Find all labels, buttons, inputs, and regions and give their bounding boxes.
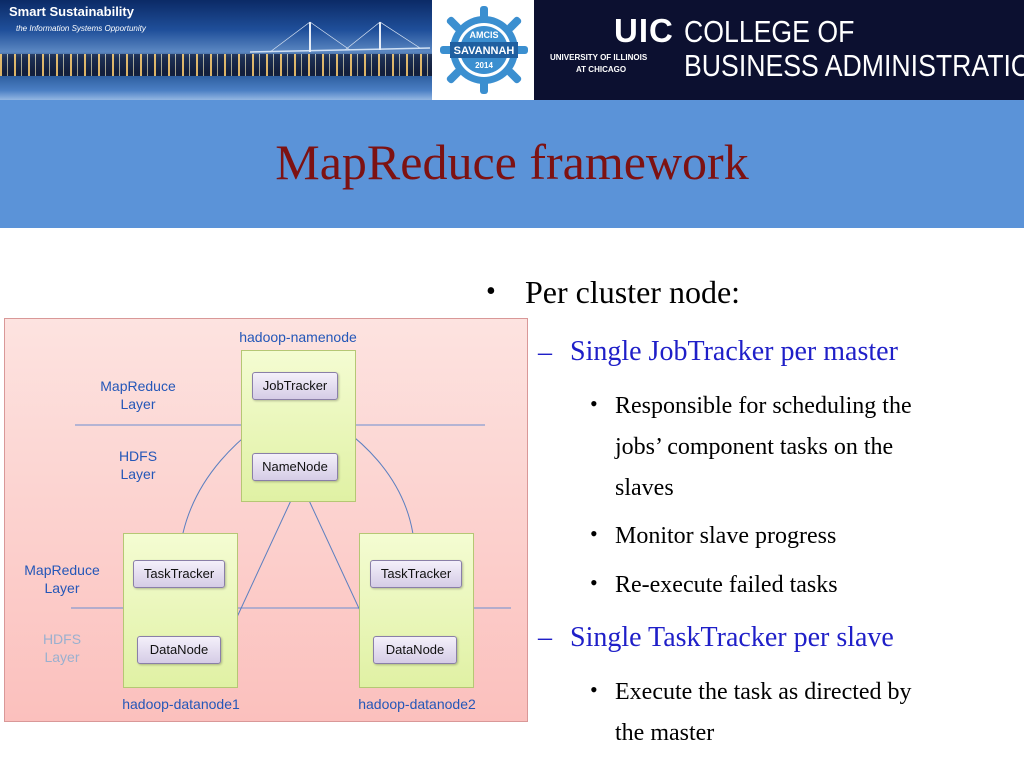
uic-university-line1: UNIVERSITY OF ILLINOIS [550,53,648,62]
bullet-marker: • [590,570,598,595]
datanode2-box: DataNode [373,636,457,664]
upper-hdfs-layer-label: HDFS Layer [118,448,158,482]
datanode2-panel [359,533,474,688]
namenode-host-label: hadoop-namenode [239,329,357,345]
lower-mapreduce-layer-label: MapReduce Layer [24,562,100,596]
seal-middle-text: SAVANNAH [454,45,515,57]
bullet-marker: • [590,391,598,416]
title-band: MapReduce framework [0,100,1024,228]
dash-marker: – [538,337,552,368]
datanode1-box: DataNode [137,636,221,664]
tasktracker2-box: TaskTracker [370,560,462,588]
subheading-jobtracker: Single JobTracker per master [570,336,898,367]
bullet-marker: • [590,521,598,546]
subheading-tasktracker: Single TaskTracker per slave [570,622,894,653]
jobtracker-box: JobTracker [252,372,338,400]
tasktracker-item-execute: Execute the task as directed by the mast… [615,679,912,746]
slide-title: MapReduce framework [275,134,749,190]
bullet-marker: • [590,677,598,702]
jobtracker-item-scheduling: Responsible for scheduling the jobs’ com… [615,393,912,501]
tasktracker1-box: TaskTracker [133,560,225,588]
seal-top-text: AMCIS [470,30,499,40]
bullet-marker: • [486,276,496,307]
river-water [0,76,432,100]
brand-subtitle: the Information Systems Opportunity [16,24,146,33]
seal-year-text: 2014 [475,61,493,70]
datanode1-panel [123,533,238,688]
jobtracker-item-reexecute: Re-execute failed tasks [615,572,838,598]
uic-mark: UIC [614,12,674,49]
namenode-box: NameNode [252,453,338,481]
header-banner: Smart Sustainability the Information Sys… [0,0,1024,100]
lower-hdfs-layer-label: HDFS Layer [42,631,82,665]
amcis-seal-box: AMCIS SAVANNAH 2014 [432,0,534,100]
upper-mapreduce-layer-label: MapReduce Layer [100,378,176,412]
bridge-graphic [250,21,430,53]
uic-college-line1: COLLEGE OF [684,14,855,49]
uic-college-line2: BUSINESS ADMINISTRATION [684,48,1024,83]
savannah-skyline-photo: Smart Sustainability the Information Sys… [0,0,432,100]
amcis-seal-logo: AMCIS SAVANNAH 2014 [440,6,528,94]
uic-university-line2: AT CHICAGO [576,65,627,74]
dash-marker: – [538,622,552,653]
hadoop-architecture-diagram: hadoop-namenode JobTracker NameNode Task… [4,318,528,722]
uic-business-logo: UIC UNIVERSITY OF ILLINOIS AT CHICAGO CO… [534,0,1024,100]
city-lights [0,54,432,76]
jobtracker-item-monitor: Monitor slave progress [615,523,837,549]
datanode2-host-label: hadoop-datanode2 [358,696,476,712]
bullet-per-cluster: Per cluster node: [525,274,741,310]
datanode1-host-label: hadoop-datanode1 [122,696,240,712]
brand-title: Smart Sustainability [9,4,134,19]
